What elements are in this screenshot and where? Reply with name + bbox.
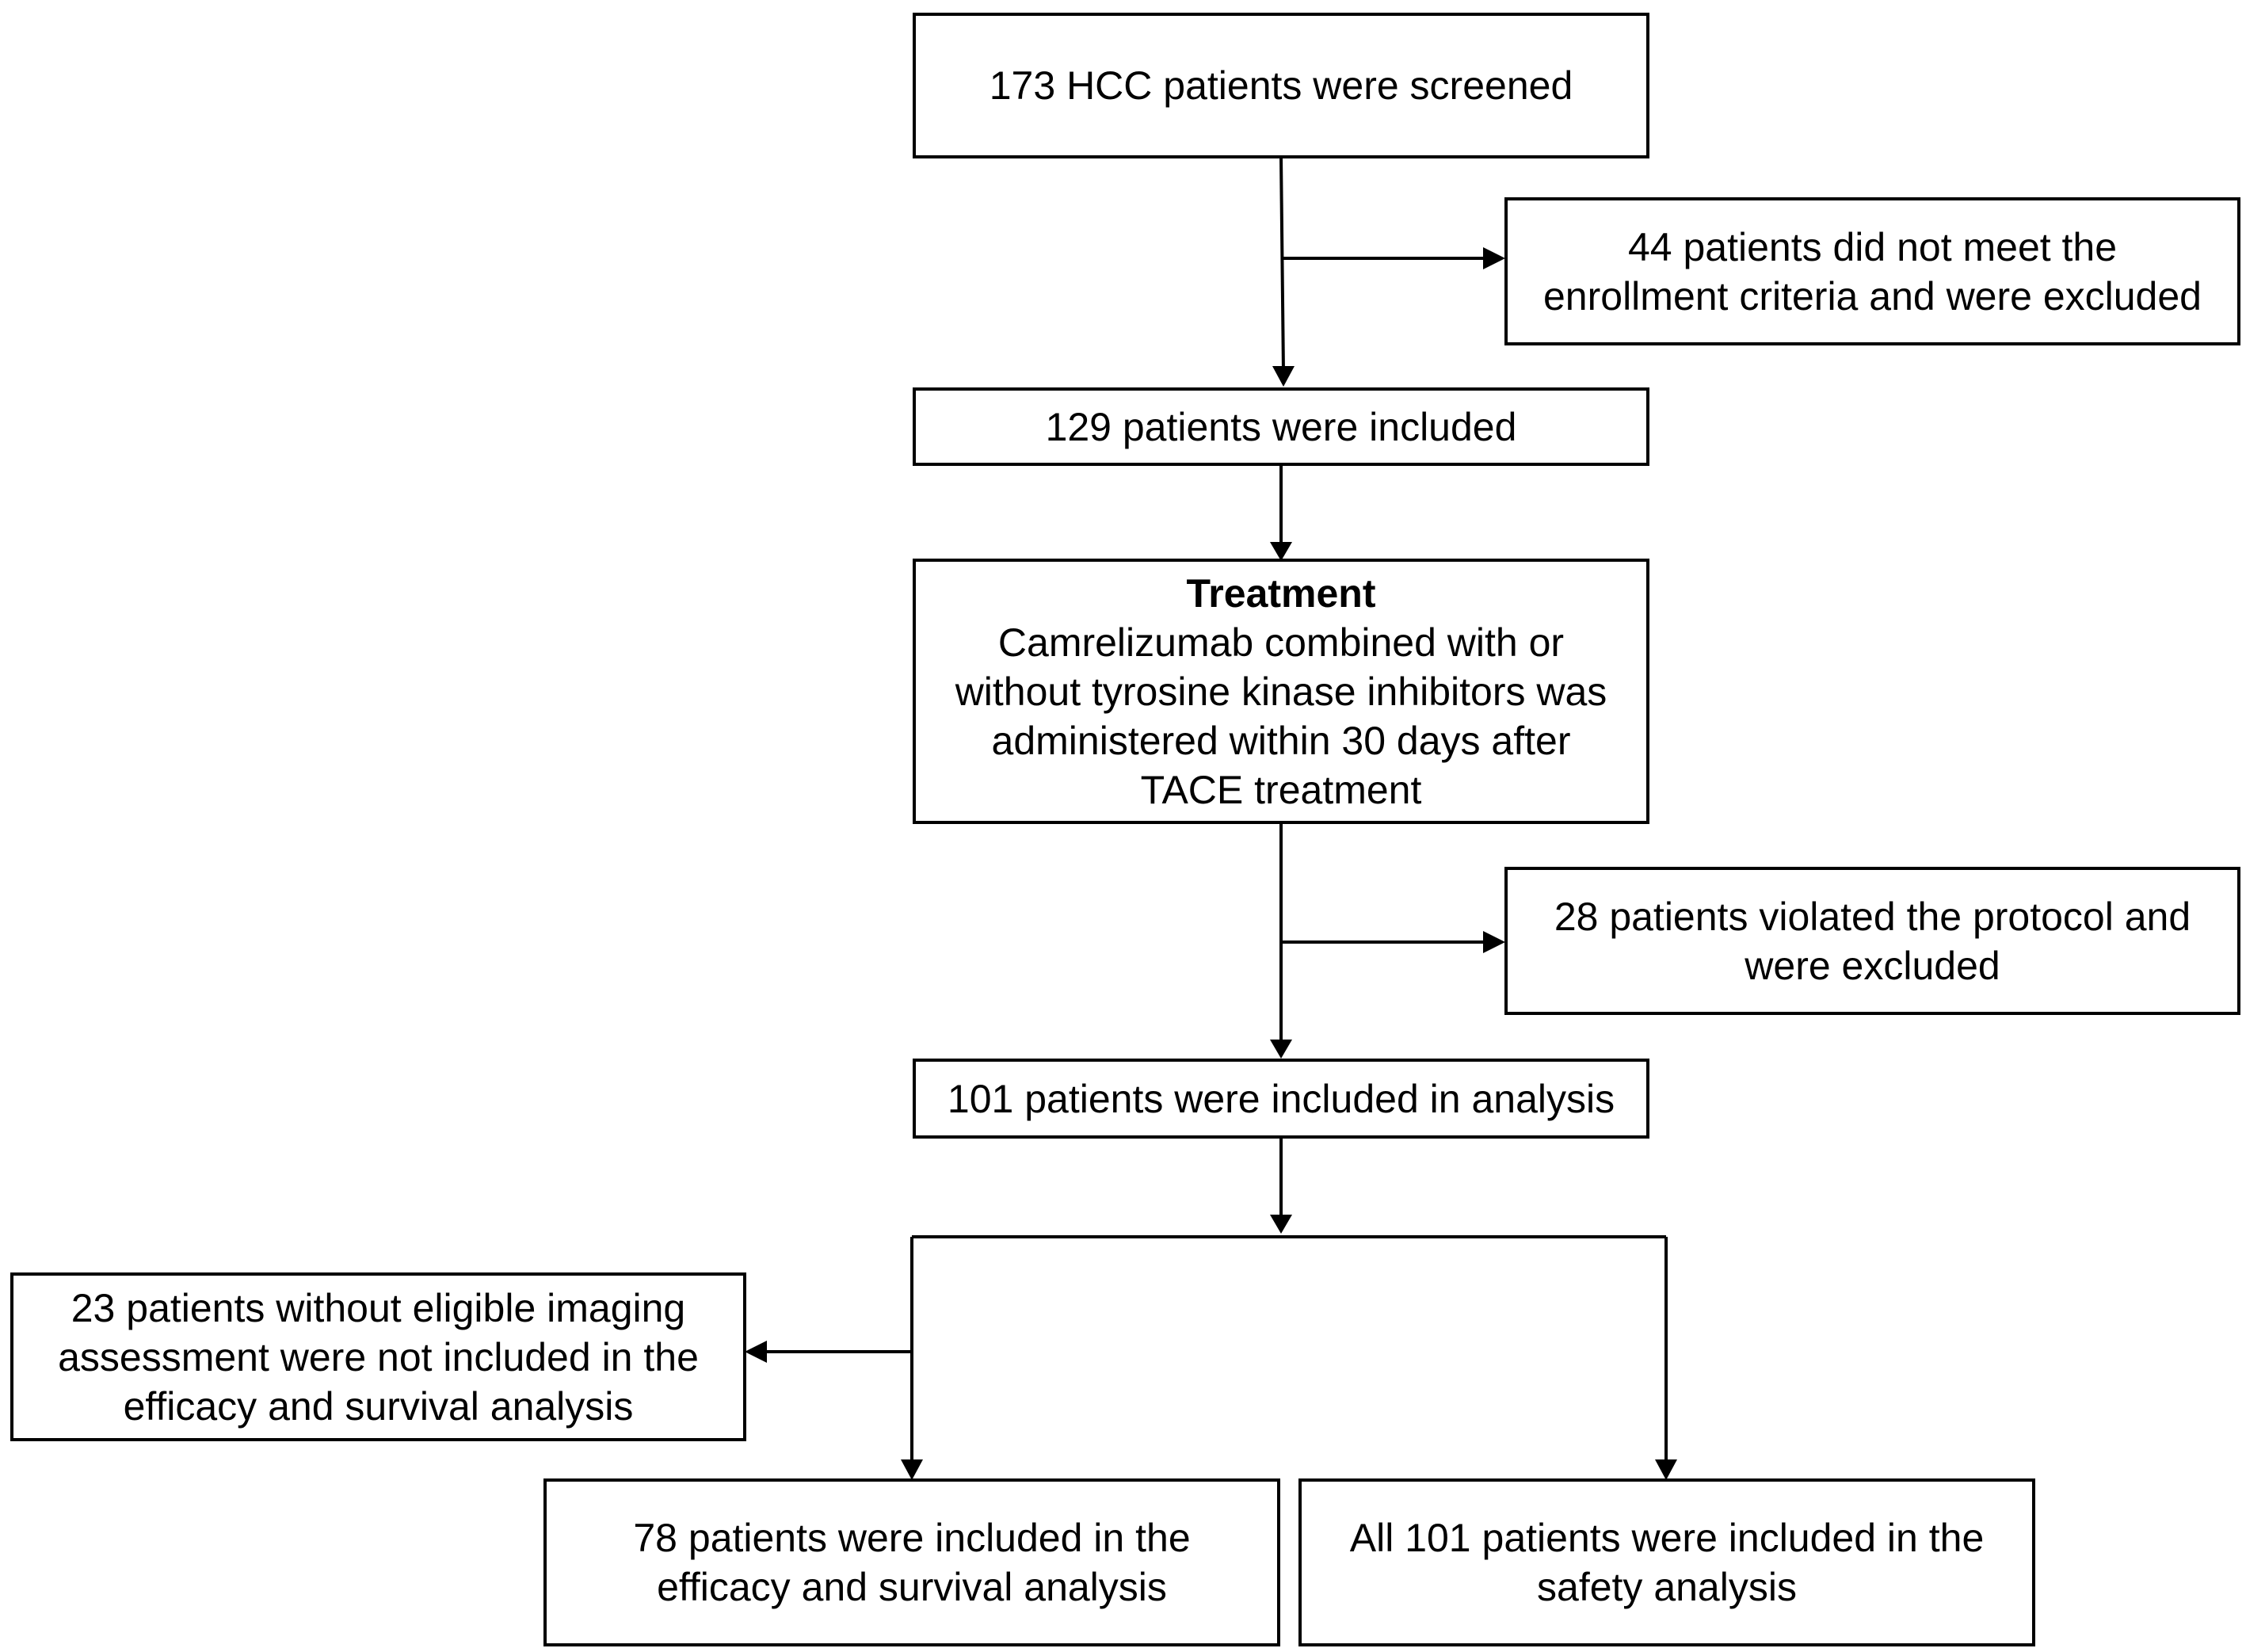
- arrowhead-excluded-protocol: [1483, 931, 1505, 953]
- efficacy-box: 78 patients were included in the efficac…: [543, 1478, 1280, 1646]
- efficacy-line-1: 78 patients were included in the: [633, 1516, 1191, 1560]
- safety-box: All 101 patients were included in the sa…: [1298, 1478, 2035, 1646]
- excluded-criteria-line-2: enrollment criteria and were excluded: [1543, 273, 2202, 319]
- no-imaging-box: 23 patients without eligible imaging ass…: [10, 1272, 746, 1441]
- treatment-line-1: Camrelizumab combined with or: [997, 620, 1565, 665]
- no-imaging-line-1: 23 patients without eligible imaging: [71, 1285, 686, 1330]
- treatment-title: Treatment: [1186, 570, 1376, 616]
- analysis-text: 101 patients were included in analysis: [947, 1076, 1615, 1121]
- treatment-line-2: without tyrosine kinase inhibitors was: [955, 669, 1607, 714]
- arrowhead-included: [1272, 366, 1295, 387]
- no-imaging-line-3: efficacy and survival analysis: [123, 1383, 634, 1429]
- excluded-criteria-line-1: 44 patients did not meet the: [1627, 224, 2118, 269]
- efficacy-line-2: efficacy and survival analysis: [657, 1565, 1167, 1609]
- safety-line-2: safety analysis: [1537, 1565, 1797, 1609]
- arrowhead-analysis: [1270, 1040, 1292, 1059]
- excluded-protocol-line-2: were excluded: [1745, 943, 2000, 988]
- screened-text: 173 HCC patients were screened: [989, 63, 1573, 108]
- analysis-box: 101 patients were included in analysis: [913, 1059, 1649, 1139]
- treatment-line-4: TACE treatment: [1140, 767, 1422, 812]
- arrowhead-safety: [1655, 1459, 1677, 1480]
- arrow-screened-to-included: [1279, 156, 1285, 373]
- screened-box: 173 HCC patients were screened: [913, 13, 1649, 158]
- excluded-protocol-box: 28 patients violated the protocol and we…: [1504, 867, 2240, 1015]
- arrowhead-no-imaging: [745, 1341, 767, 1363]
- arrowhead-split: [1270, 1215, 1292, 1234]
- no-imaging-line-2: assessment were not included in the: [58, 1334, 699, 1379]
- excluded-criteria-box: 44 patients did not meet the enrollment …: [1504, 197, 2240, 345]
- treatment-box: Treatment Camrelizumab combined with or …: [913, 559, 1649, 824]
- excluded-protocol-line-1: 28 patients violated the protocol and: [1554, 894, 2191, 939]
- included-box: 129 patients were included: [913, 387, 1649, 466]
- arrowhead-excluded-criteria: [1483, 247, 1505, 269]
- safety-line-1: All 101 patients were included in the: [1349, 1516, 1985, 1560]
- arrowhead-efficacy: [901, 1459, 923, 1480]
- treatment-line-3: administered within 30 days after: [991, 718, 1571, 763]
- included-text: 129 patients were included: [1045, 404, 1517, 449]
- arrowhead-treatment: [1270, 542, 1292, 561]
